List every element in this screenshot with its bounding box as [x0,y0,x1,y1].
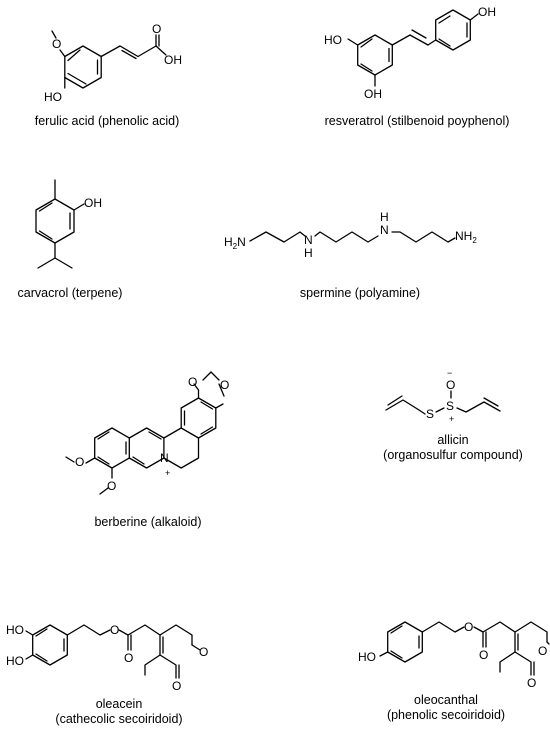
oleocanthal-aldehyde-o-1-label: O [527,676,536,690]
resveratrol-caption: resveratrol (stilbenoid poyphenol) [325,114,510,128]
ferulic-acid-structure: O HO O OH [44,22,182,104]
allicin-o-charge-label: − [447,368,452,378]
oleacein-structure: HO HO O O O O [6,623,208,693]
berberine-caption: berberine (alkaloid) [94,515,201,529]
resveratrol-ho-left-label: HO [324,33,342,47]
oleocanthal-aldehyde-o-2-label: O [538,644,547,658]
resveratrol-structure: HO OH OH [324,5,496,101]
dioxole-o-right-label: O [220,378,229,392]
dioxole-o-left-label: O [188,375,197,389]
carvacrol-oh-label: OH [84,196,102,210]
berberine-ome-1-label: O [75,455,84,469]
spermine-h-label: H [224,235,233,249]
allicin-s-left-label: S [426,407,434,421]
spermine-nh-label: NH [455,229,472,243]
allicin-caption-line2: (organosulfur compound) [383,448,523,462]
allicin-o-label: O [446,378,455,392]
oleacein-carbonyl-o-label: O [124,651,133,665]
spermine-nh-right-h-label: H [380,210,389,224]
spermine-nh2-subscript: 2 [472,236,477,245]
berberine-n-charge-label: + [165,468,170,478]
spermine-h2n-subscript: 2 [233,242,238,251]
spermine-structure: H2N N H N H NH2 [224,210,477,260]
phenol-ho-label: HO [44,90,62,104]
allicin-caption-line1: allicin [437,433,468,447]
spermine-caption: spermine (polyamine) [300,286,420,300]
acid-oh-label: OH [164,53,182,67]
oleacein-ester-o-label: O [110,623,119,637]
oleocanthal-caption-line1: oleocanthal [414,693,478,707]
allicin-s-charge-label: + [449,414,454,424]
berberine-n-label: N [160,451,169,465]
spermine-nh-right-n-label: N [380,223,389,237]
carvacrol-caption: carvacrol (terpene) [18,286,123,300]
spermine-nh-left-h-label: H [304,246,313,260]
oleacein-aldehyde-o-2-label: O [199,645,208,659]
oleacein-caption-line1: oleacein [96,697,143,711]
oleocanthal-ester-o-label: O [464,620,473,634]
allicin-s-oxide-label: S [446,399,454,413]
spermine-h2n-label: H2N [224,235,246,251]
ferulic-acid-caption: ferulic acid (phenolic acid) [35,114,180,128]
oleocanthal-structure: HO O O O O [358,620,550,690]
oleocanthal-caption-line2: (phenolic secoiridoid) [387,708,505,722]
carbonyl-o-label: O [152,22,161,36]
berberine-ome-2-label: O [107,479,116,493]
allicin-structure: S S + O − [385,368,501,424]
methoxy-o-label: O [52,37,61,51]
spermine-nh-left-n-label: N [304,233,313,247]
oleocanthal-ho-label: HO [358,650,376,664]
spermine-nh2-label: NH2 [455,229,477,245]
spermine-n-left-label: N [237,235,246,249]
berberine-structure: O O O O N + [65,371,229,495]
oleocanthal-carbonyl-o-label: O [479,648,488,662]
oleacein-ho-bottom-label: HO [6,654,24,668]
carvacrol-structure: OH [35,179,102,269]
oleacein-caption-line2: (cathecolic secoiridoid) [55,712,182,726]
resveratrol-oh-bottom-label: OH [364,87,382,101]
resveratrol-oh-right-label: OH [478,5,496,19]
oleacein-ho-top-label: HO [6,623,24,637]
oleacein-aldehyde-o-1-label: O [172,679,181,693]
